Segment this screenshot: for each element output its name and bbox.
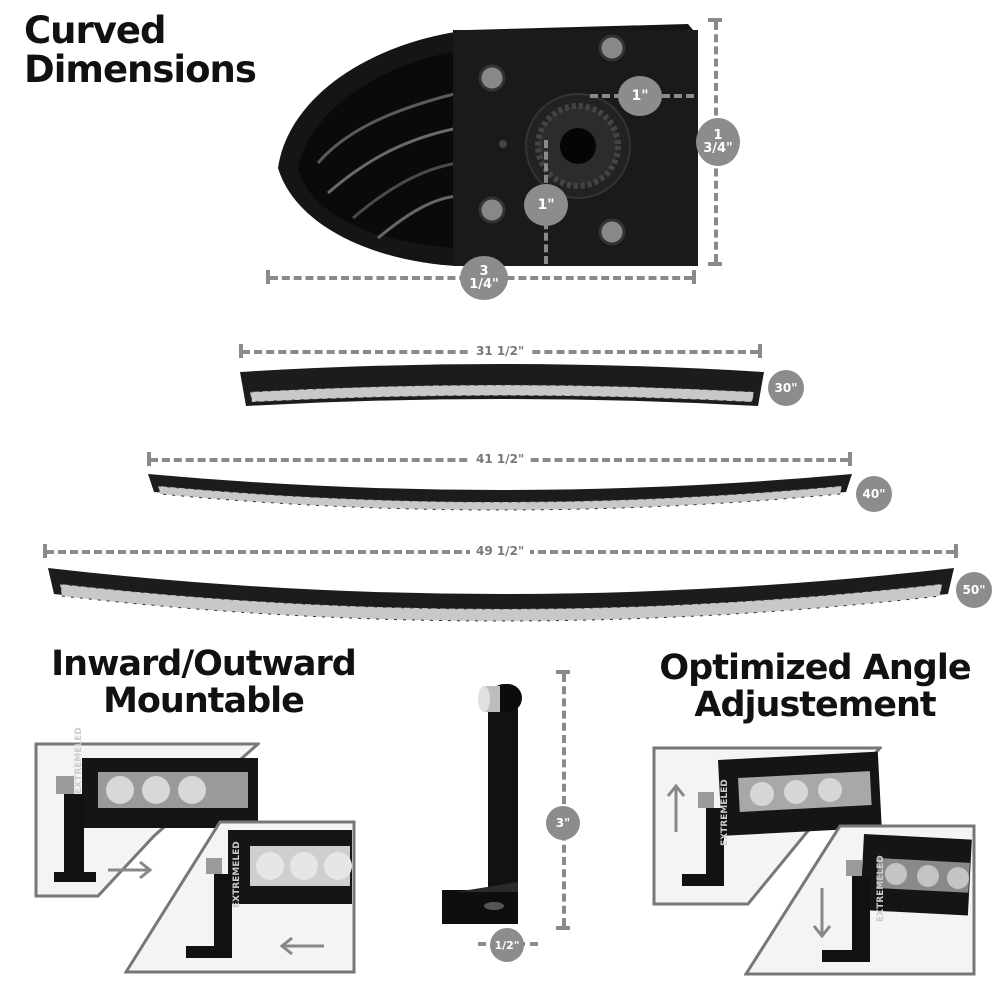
brand-text-inward: EXTREMELED [74,727,84,794]
height-badge-line-2: 3/4" [703,141,733,156]
angle-up-panel [652,746,882,906]
bar-40-length-label: 41 1/2" [470,452,531,466]
bracket-endcap-image [278,24,698,266]
l-bracket-image [442,684,522,924]
l-bracket-height-tick [556,926,570,930]
width-dim-tick [266,270,270,284]
width-dim-tick [692,270,696,284]
angle-down-panel [744,824,976,976]
bar-30-length-tick [758,344,762,358]
curved-dimensions-heading: Curved Dimensions [24,9,257,91]
heading-line-2: Adjustement [694,684,936,725]
width-badge-line-2: 1/4" [469,277,499,292]
width-badge: 3 1/4" [460,256,508,300]
heading-line-1: Inward/Outward [51,644,357,684]
mountable-heading: Inward/Outward Mountable [36,646,371,720]
height-badge-line-1: 1 [713,128,723,143]
width-badge-line-1: 3 [479,264,489,279]
l-bracket-height-tick [556,670,570,674]
l-bracket-height-line [562,674,566,926]
brand-text-outward: EXTREMELED [232,841,242,908]
light-bar-40 [148,474,852,511]
top-offset-badge: 1" [618,76,662,116]
heading-line-1: Curved [24,9,166,52]
bar-50-length-label: 49 1/2" [470,544,531,558]
height-badge: 1 3/4" [696,118,740,166]
heading-line-1: Optimized Angle [659,648,971,688]
bar-50-length-tick [43,544,47,558]
bar-40-length-tick [147,452,151,466]
heading-line-2: Dimensions [24,47,257,91]
l-bracket-height-badge: 3" [546,806,580,840]
bar-30-length-tick [239,344,243,358]
bar-30-length-label: 31 1/2" [470,344,531,358]
left-offset-badge: 1" [524,184,568,226]
angle-adjustment-heading: Optimized Angle Adjustement [640,650,990,724]
outward-mount-panel [124,820,356,974]
bar-40-length-tick [848,452,852,466]
bar-50-length-tick [954,544,958,558]
height-dim-tick [708,18,722,22]
inward-mount-panel [34,742,260,898]
height-dim-tick [708,262,722,266]
light-bar-50 [48,568,954,622]
heading-line-2: Mountable [103,680,305,721]
bar-30-size-badge: 30" [768,370,804,406]
brand-text-down: EXTREMELED [876,855,886,922]
bar-50-size-badge: 50" [956,572,992,608]
bar-40-size-badge: 40" [856,476,892,512]
light-bar-30 [240,364,764,406]
brand-text-up: EXTREMELED [720,779,730,846]
l-bracket-width-badge: 1/2" [490,928,524,962]
